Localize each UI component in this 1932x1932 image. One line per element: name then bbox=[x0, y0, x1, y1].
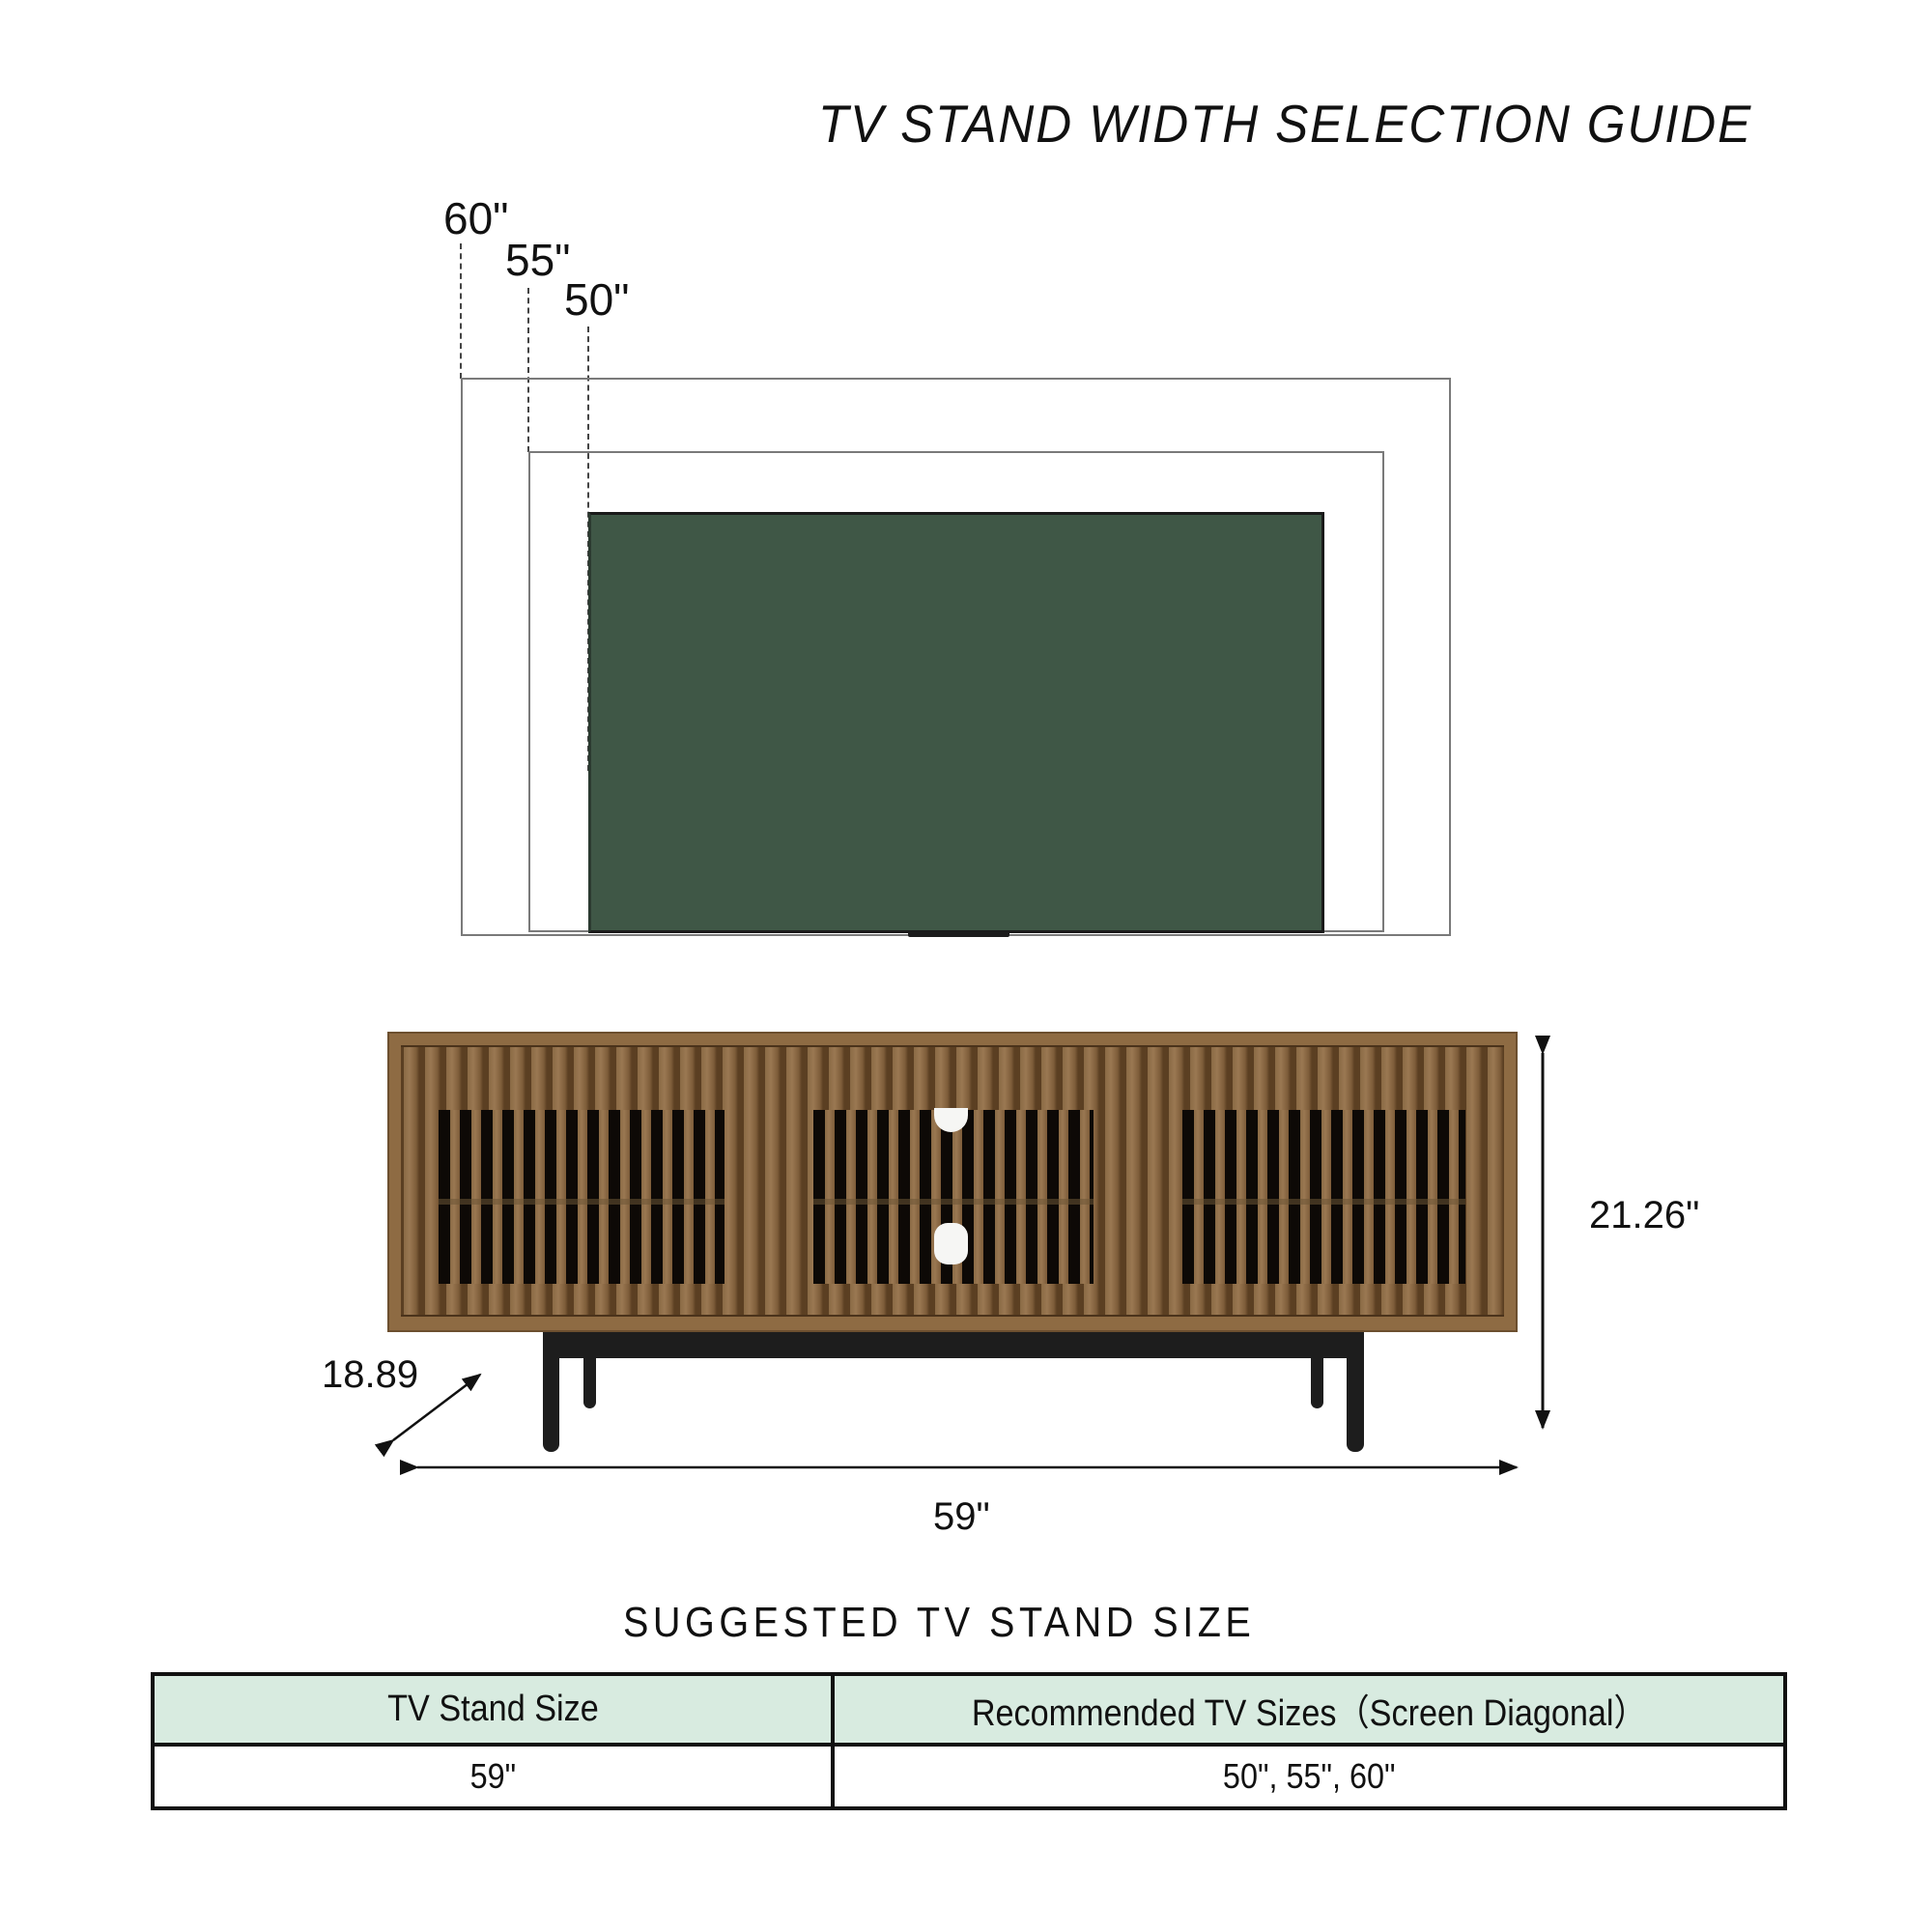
leg-back-right bbox=[1311, 1343, 1323, 1408]
door-middle bbox=[813, 1108, 1094, 1284]
cell-text: 50", 55", 60" bbox=[1222, 1756, 1396, 1796]
depth-label: 18.89 bbox=[322, 1353, 419, 1396]
suggested-size-heading: SUGGESTED TV STAND SIZE bbox=[623, 1599, 1256, 1646]
page-title: TV STAND WIDTH SELECTION GUIDE bbox=[818, 94, 1753, 154]
header-text: TV Stand Size bbox=[386, 1689, 599, 1729]
table-cell-recommended-tv: 50", 55", 60" bbox=[835, 1747, 1783, 1806]
table-cell-stand-size: 59" bbox=[155, 1747, 835, 1806]
table-header-stand-size: TV Stand Size bbox=[155, 1676, 835, 1747]
shelf-middle bbox=[813, 1199, 1094, 1205]
tv-size-label-55: 55" bbox=[505, 235, 571, 285]
door-right bbox=[1182, 1110, 1465, 1284]
tv-size-label-60: 60" bbox=[443, 193, 509, 243]
leg-front-left bbox=[543, 1343, 559, 1452]
suggested-size-table: TV Stand Size Recommended TV Sizes（Scree… bbox=[151, 1672, 1787, 1810]
tv-screen-50 bbox=[588, 512, 1324, 933]
cable-hole-bottom bbox=[934, 1223, 968, 1264]
guide-line-60 bbox=[460, 243, 462, 379]
cell-text: 59" bbox=[469, 1756, 516, 1796]
table-header-recommended-tv: Recommended TV Sizes（Screen Diagonal） bbox=[835, 1676, 1783, 1747]
slatted-front bbox=[401, 1045, 1504, 1317]
stand-frame-bar bbox=[543, 1332, 1364, 1358]
leg-back-left bbox=[583, 1343, 596, 1408]
depth-arrow bbox=[374, 1373, 482, 1458]
tv-stand-cabinet bbox=[387, 1032, 1518, 1332]
guide-line-55 bbox=[527, 288, 529, 452]
shelf-right bbox=[1182, 1199, 1465, 1205]
width-label: 59" bbox=[933, 1495, 990, 1538]
shelf-left bbox=[439, 1199, 724, 1205]
leg-front-right bbox=[1347, 1343, 1364, 1452]
header-text: Recommended TV Sizes（Screen Diagonal） bbox=[971, 1693, 1647, 1734]
tv-size-label-50: 50" bbox=[564, 274, 630, 325]
door-left bbox=[439, 1110, 724, 1284]
height-label: 21.26" bbox=[1589, 1194, 1700, 1236]
tv-base bbox=[908, 931, 1009, 937]
